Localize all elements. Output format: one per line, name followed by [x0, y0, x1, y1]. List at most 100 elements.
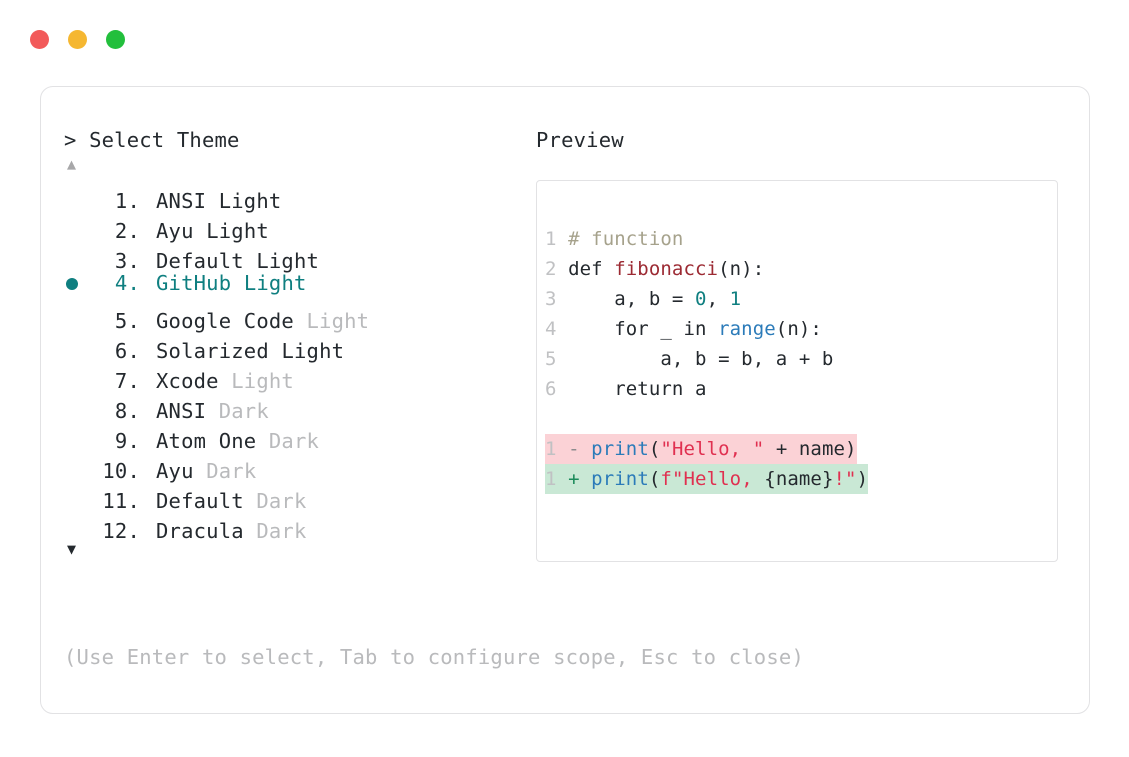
theme-item-variant: Dark: [256, 519, 307, 543]
theme-item-name-gap: [206, 396, 219, 426]
code-token: ,: [706, 288, 730, 310]
theme-item-name: Google Code: [156, 309, 294, 333]
theme-item-spacer: [140, 306, 156, 336]
theme-item-name-gap: [256, 426, 269, 456]
code-line-number: 5: [545, 348, 569, 370]
code-token: a, b =: [568, 288, 696, 310]
minimize-dot[interactable]: [68, 30, 87, 49]
theme-item-variant: Light: [243, 271, 307, 295]
diff-line-del: 1 - print("Hello, " + name): [545, 434, 1057, 464]
theme-item-index: 5.: [114, 309, 140, 333]
theme-item-spacer: [140, 426, 156, 456]
scroll-up-icon[interactable]: ▲: [67, 155, 77, 173]
code-line-number: 2: [545, 258, 569, 280]
theme-item-name-gap: [194, 456, 207, 486]
preview-label: Preview: [536, 128, 624, 152]
theme-item-spacer: [140, 366, 156, 396]
code-token: # function: [568, 228, 684, 250]
close-dot[interactable]: [30, 30, 49, 49]
code-token: + name): [764, 438, 857, 460]
theme-list-item[interactable]: 11. Default Dark: [64, 478, 534, 513]
code-token: f"Hello,: [660, 468, 765, 490]
theme-item-variant: Light: [206, 219, 269, 243]
code-line-number: 1: [545, 438, 569, 460]
selection-bullet-cell: [64, 328, 94, 358]
scroll-down-icon[interactable]: ▼: [67, 540, 77, 558]
theme-list-item[interactable]: 3. Default Light: [64, 238, 534, 273]
theme-list-item[interactable]: 8. ANSI Dark: [64, 388, 534, 423]
diff-sign-gap: [580, 438, 592, 460]
theme-item-index: 10.: [102, 459, 140, 483]
code-token: "Hello, ": [660, 438, 765, 460]
theme-list-item[interactable]: 6. Solarized Light: [64, 328, 534, 363]
code-token: print: [591, 438, 649, 460]
theme-list-item[interactable]: 9. Atom One Dark: [64, 418, 534, 453]
theme-item-name: ANSI: [156, 399, 207, 423]
theme-item-variant: Dark: [206, 459, 257, 483]
page-title: > Select Theme: [64, 128, 240, 152]
theme-item-name: Solarized: [156, 339, 269, 363]
code-token: 1: [729, 288, 742, 310]
code-blank-line: [545, 404, 1057, 434]
theme-item-spacer: [140, 336, 156, 366]
theme-item-variant: Dark: [218, 399, 269, 423]
theme-item-name-gap: [244, 516, 257, 546]
theme-list-item[interactable]: 1. ANSI Light: [64, 178, 534, 213]
theme-list-item[interactable]: 2. Ayu Light: [64, 208, 534, 243]
theme-item-spacer: [140, 396, 156, 426]
theme-list-item[interactable]: 12. Dracula Dark: [64, 508, 534, 543]
theme-item-name-gap: [244, 486, 257, 516]
selection-bullet-cell: [64, 508, 94, 538]
theme-item-name-gap: [219, 366, 232, 396]
theme-item-name: GitHub: [156, 271, 232, 295]
selection-bullet-cell: [64, 238, 94, 268]
theme-item-index: 12.: [102, 519, 140, 543]
theme-item-index: 1.: [114, 189, 140, 213]
code-token: (n):: [775, 318, 822, 340]
theme-item-index: 3.: [114, 249, 140, 273]
code-line-number: 1: [545, 468, 569, 490]
theme-item-variant: Light: [256, 249, 320, 273]
code-line-number: 4: [545, 318, 569, 340]
theme-item-name: Dracula: [156, 519, 244, 543]
code-token: return a: [568, 378, 707, 400]
theme-item-spacer: [140, 486, 156, 516]
selection-bullet-cell: [64, 269, 94, 299]
selection-bullet-cell: [64, 418, 94, 448]
keyboard-hint: (Use Enter to select, Tab to configure s…: [64, 645, 804, 669]
theme-item-index: 8.: [114, 399, 140, 423]
code-token: range: [718, 318, 776, 340]
diff-line-add: 1 + print(f"Hello, {name}!"): [545, 464, 1057, 494]
code-token: ): [856, 468, 869, 490]
theme-list-item[interactable]: 7. Xcode Light: [64, 358, 534, 393]
theme-item-name: Ayu: [156, 219, 194, 243]
code-token: (: [648, 468, 661, 490]
window-titlebar: [30, 30, 125, 49]
maximize-dot[interactable]: [106, 30, 125, 49]
diff-highlight: 1 - print("Hello, " + name): [545, 434, 857, 464]
selection-bullet-cell: [64, 358, 94, 388]
code-line-number: 1: [545, 228, 569, 250]
theme-item-variant: Light: [231, 369, 294, 393]
theme-item-name: Default: [156, 489, 244, 513]
theme-item-index: 4.: [114, 271, 140, 295]
theme-item-name-gap: [294, 306, 307, 336]
theme-item-spacer: [140, 456, 156, 486]
theme-item-variant: Light: [218, 189, 282, 213]
theme-list-item[interactable]: 10. Ayu Dark: [64, 448, 534, 483]
theme-item-spacer: [140, 516, 156, 546]
theme-item-name-gap: [194, 216, 207, 246]
selection-bullet-cell: [64, 178, 94, 208]
selected-bullet-icon: [66, 278, 78, 290]
diff-sign: +: [568, 468, 580, 490]
theme-item-index: 2.: [114, 219, 140, 243]
code-line-number: 6: [545, 378, 569, 400]
code-token: print: [591, 468, 649, 490]
theme-list-item[interactable]: 4. GitHub Light: [64, 268, 534, 298]
theme-list-item[interactable]: 5. Google Code Light: [64, 298, 534, 333]
theme-item-spacer: [140, 216, 156, 246]
